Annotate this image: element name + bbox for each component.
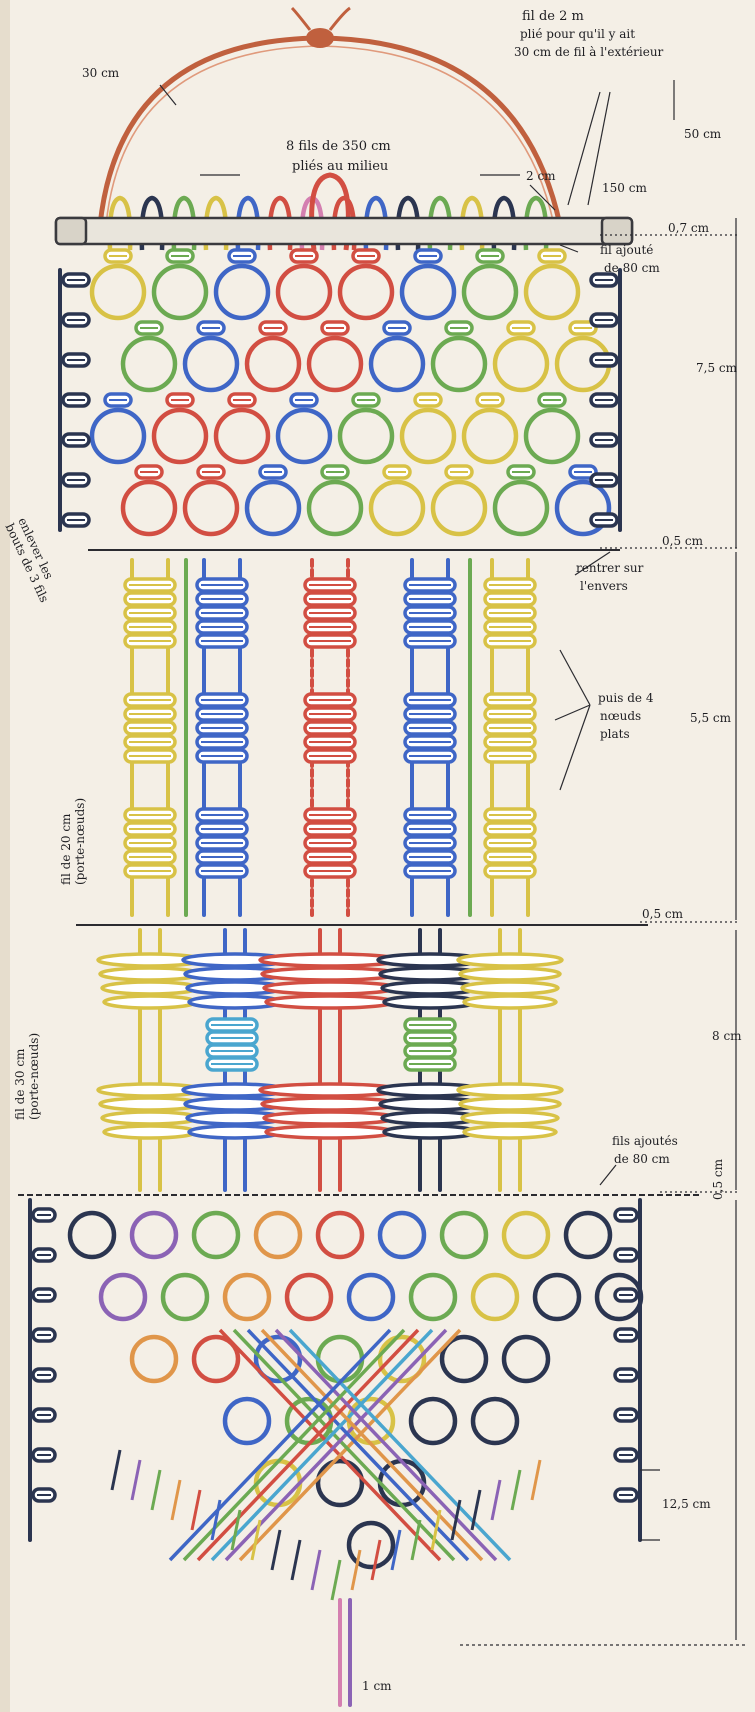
label-flat-knots-1: puis de 4 [598,691,654,705]
label-dim-75: 7,5 cm [696,361,738,375]
leaf-knot [464,996,556,1008]
leaf-knot [262,1098,398,1110]
leaf-knot [264,982,396,994]
label-added-bottom-2: de 80 cm [614,1152,670,1166]
label-dim-05a: 0,5 cm [662,534,704,548]
label-left-cord2-1: fil de 30 cm [13,1048,27,1120]
label-dim-8: 8 cm [712,1029,742,1043]
label-left-cord1-2: (porte-nœuds) [73,798,87,885]
label-dim-07: 0,7 cm [668,221,710,235]
label-dim-125: 12,5 cm [662,1497,711,1511]
label-dim-55: 5,5 cm [690,711,732,725]
leaf-knot [458,1084,562,1096]
leaf-knot [384,996,476,1008]
leaf-knot [264,1112,396,1124]
label-dim-05b: 0,5 cm [642,907,684,921]
label-dim-05c: 0,5 cm [711,1158,725,1200]
label-dim-150: 150 cm [602,181,647,195]
leaf-knot [104,996,196,1008]
label-tuck-2: l'envers [580,579,628,593]
label-two-cm: 2 cm [526,169,556,183]
label-threads-1: 8 fils de 350 cm [286,139,391,154]
label-tuck-1: rentrer sur [576,561,644,575]
label-added-top-1: fil ajouté [600,243,653,257]
wooden-rod [56,218,632,244]
label-added-bottom-1: fils ajoutés [612,1134,678,1148]
label-top-cord-2: plié pour qu'il y ait [520,27,635,41]
leaf-knot [462,982,558,994]
label-threads-2: pliés au milieu [292,159,388,174]
leaf-knot [102,1112,198,1124]
leaf-knot [458,954,562,966]
leaf-knot [460,968,560,980]
leaf-knot [266,996,394,1008]
label-dim-50: 50 cm [684,127,722,141]
label-bottom-dim: 1 cm [362,1679,392,1693]
label-hanger-length: 30 cm [82,66,120,80]
leaf-knot [102,982,198,994]
leaf-knot [104,1126,196,1138]
hanging-knot [306,28,334,48]
label-top-cord-1: fil de 2 m [522,9,584,24]
label-flat-knots-2: nœuds [600,709,641,723]
label-added-top-2: de 80 cm [604,261,660,275]
label-flat-knots-3: plats [600,727,630,741]
label-left-cord1-1: fil de 20 cm [59,813,73,885]
leaf-knot [464,1126,556,1138]
page-edge [0,0,10,1712]
leaf-knot [266,1126,394,1138]
label-left-cord2-2: (porte-nœuds) [27,1033,41,1120]
leaf-knot [384,1126,476,1138]
leaf-knot [462,1112,558,1124]
leaf-knot [262,968,398,980]
leaf-knot [460,1098,560,1110]
label-top-cord-3: 30 cm de fil à l'extérieur [514,45,664,59]
